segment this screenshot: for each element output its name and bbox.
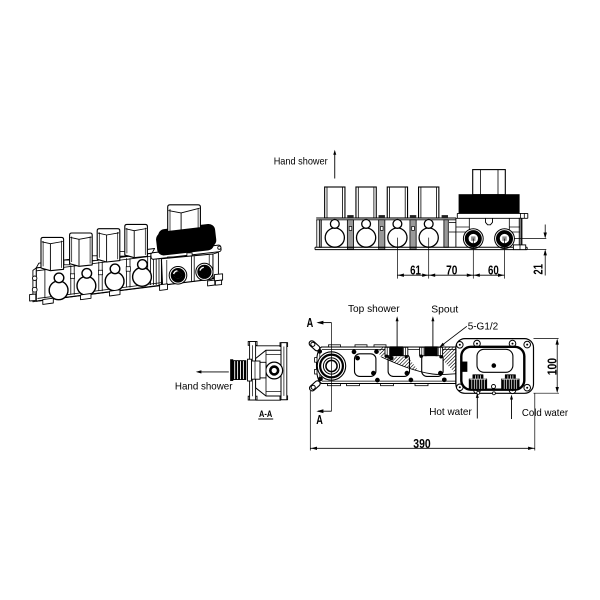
svg-text:70: 70 bbox=[446, 263, 457, 278]
svg-text:A: A bbox=[307, 315, 314, 330]
svg-text:60: 60 bbox=[488, 263, 499, 278]
svg-text:21: 21 bbox=[531, 264, 546, 275]
svg-text:Top shower: Top shower bbox=[348, 304, 400, 315]
svg-text:5-G1/2: 5-G1/2 bbox=[468, 321, 499, 332]
svg-text:Hand shower: Hand shower bbox=[175, 382, 233, 393]
svg-text:Cold water: Cold water bbox=[522, 408, 569, 419]
svg-text:A: A bbox=[316, 412, 323, 427]
svg-text:100: 100 bbox=[544, 358, 559, 375]
svg-text:Hot water: Hot water bbox=[429, 407, 472, 418]
svg-text:Spout: Spout bbox=[431, 304, 458, 315]
svg-text:A-A: A-A bbox=[259, 409, 272, 420]
svg-text:390: 390 bbox=[413, 436, 430, 451]
svg-text:Hand shower: Hand shower bbox=[274, 156, 328, 167]
svg-text:61: 61 bbox=[410, 263, 421, 278]
